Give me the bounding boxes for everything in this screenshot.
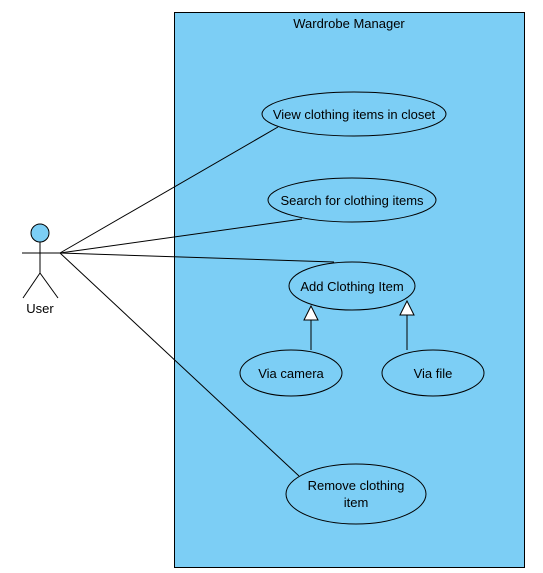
use-case-camera[interactable]: Via camera [239, 349, 343, 397]
actor-label: User [26, 301, 54, 316]
use-case-search[interactable]: Search for clothing items [267, 177, 437, 223]
use-case-remove-label-line2: item [344, 495, 369, 510]
use-case-remove-label-line1: Remove clothing [308, 478, 405, 493]
association-remove [59, 252, 300, 477]
generalization-camera-arrowhead [303, 304, 319, 321]
association-add [59, 252, 335, 263]
use-case-view-label: View clothing items in closet [273, 107, 436, 122]
actor-head [30, 223, 50, 243]
association-view [59, 126, 279, 254]
use-case-add[interactable]: Add Clothing Item [288, 261, 416, 311]
use-case-camera-label: Via camera [258, 366, 324, 381]
system-title: Wardrobe Manager [293, 16, 405, 31]
generalization-file-arrowhead [399, 299, 415, 316]
actor-user[interactable]: User [22, 223, 60, 316]
actor-left-leg [22, 272, 41, 299]
actor-right-leg [39, 272, 59, 299]
use-case-add-label: Add Clothing Item [300, 279, 403, 294]
association-search [59, 218, 303, 254]
use-case-file[interactable]: Via file [381, 349, 485, 397]
use-case-view[interactable]: View clothing items in closet [261, 91, 447, 137]
use-case-search-label: Search for clothing items [280, 193, 424, 208]
use-case-file-label: Via file [414, 366, 453, 381]
use-case-remove[interactable]: Remove clothing item [285, 463, 427, 525]
